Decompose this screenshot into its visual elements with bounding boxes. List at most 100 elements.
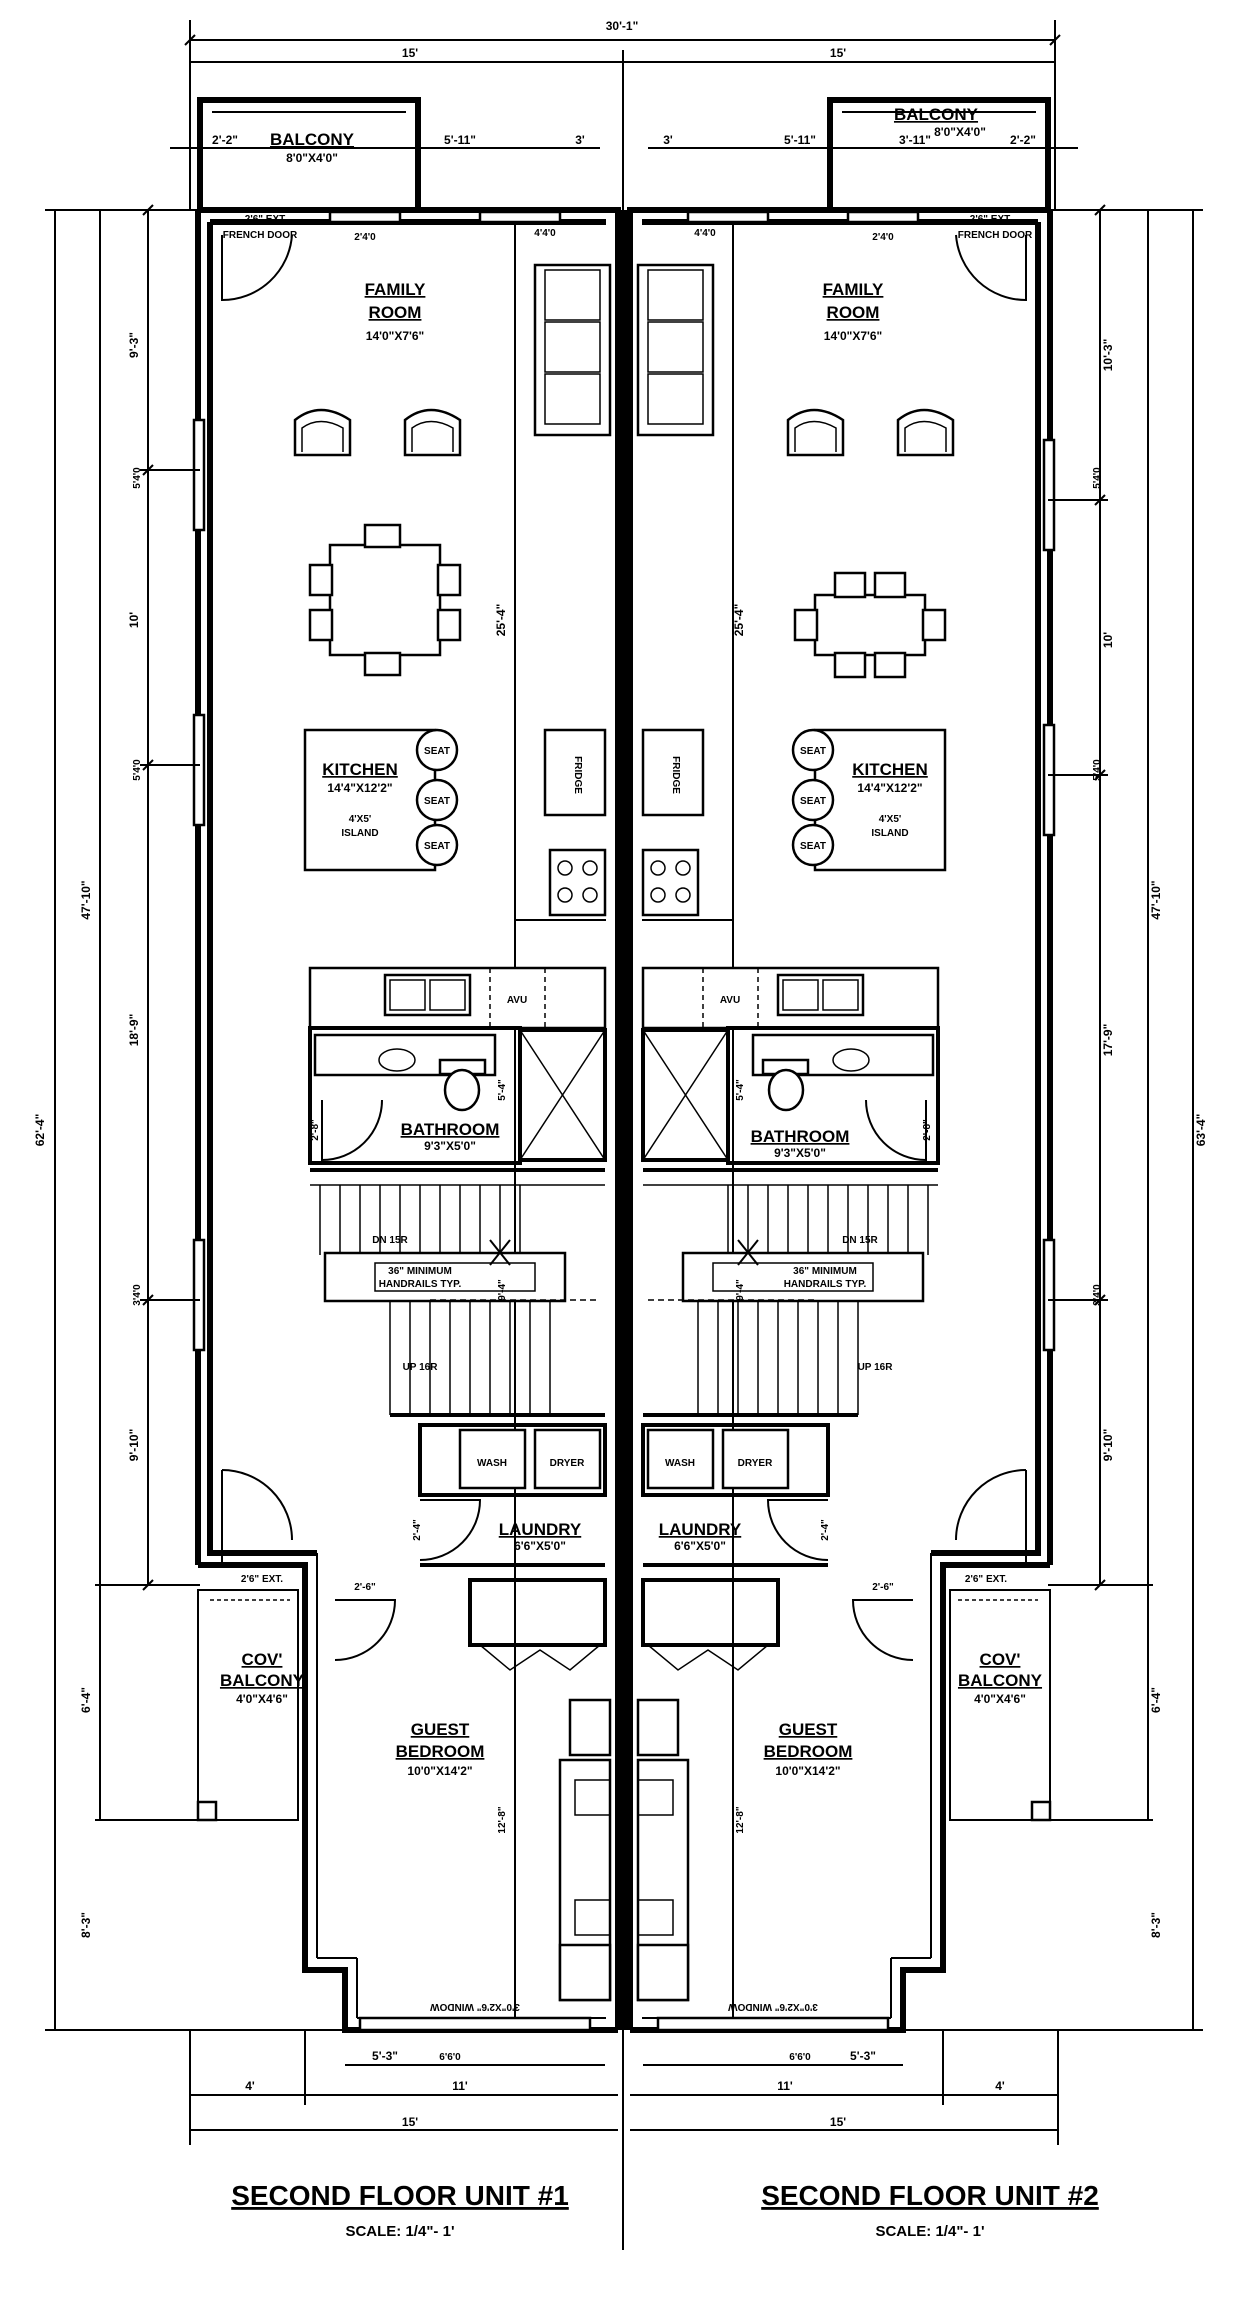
u1-guest-name-1: GUEST xyxy=(411,1720,470,1739)
u1-family-name-2: ROOM xyxy=(369,303,422,322)
u1-bathroom-dim: 9'3"X5'0" xyxy=(424,1139,476,1153)
u1-balcony-dim: 8'0"X4'0" xyxy=(286,151,338,165)
u1-french-door-2: FRENCH DOOR xyxy=(223,230,298,241)
u2-window-side-2: 5'4'0 xyxy=(1092,759,1103,781)
unit1-width-top: 15' xyxy=(402,46,418,60)
u1-dim-left-2: 10' xyxy=(127,612,141,628)
u1-wash-label: WASH xyxy=(477,1458,507,1469)
u2-laundry-name: LAUNDRY xyxy=(659,1520,742,1539)
u2-window-side-1: 5'4'0 xyxy=(1092,467,1103,489)
u1-ext-door: 2'6" EXT. xyxy=(241,1574,283,1585)
u2-dim-bot-width: 15' xyxy=(830,2115,846,2129)
u2-title: SECOND FLOOR UNIT #2 xyxy=(761,2180,1099,2211)
u2-guest-name-2: BEDROOM xyxy=(764,1742,853,1761)
u1-seat-2: SEAT xyxy=(424,796,450,807)
u2-dim-bot-a: 5'-3" xyxy=(850,2049,876,2063)
u2-dim-door-c: 2'-6" xyxy=(872,1582,894,1593)
u1-dim-left-5: 6'-4" xyxy=(79,1687,93,1713)
u2-family-name-2: ROOM xyxy=(827,303,880,322)
u2-dim-bath-w: 5'-4" xyxy=(735,1079,746,1101)
u2-armchair-2 xyxy=(896,408,955,457)
u1-window-rear: 6'6'0 xyxy=(439,2052,461,2063)
u2-window-text: 3'0"X2'6" WINDOW xyxy=(728,2001,818,2012)
u2-dim-door-b: 2'-4" xyxy=(820,1519,831,1541)
u1-dim-door-a: 2'-8" xyxy=(310,1119,321,1141)
u2-laundry-dim: 6'6"X5'0" xyxy=(674,1539,726,1553)
u1-armchair-2 xyxy=(403,408,462,457)
u2-armchair-1 xyxy=(786,408,845,457)
u1-bathroom-name: BATHROOM xyxy=(401,1120,500,1139)
u1-stair-up: UP 16R xyxy=(403,1362,439,1373)
u2-stairs: DN 15R 36" MINIMUM HANDRAILS TYP. UP 16R… xyxy=(643,1168,938,1417)
u1-dim-left-3: 18'-9" xyxy=(127,1014,141,1047)
u2-island-2: ISLAND xyxy=(871,828,908,839)
u1-bathroom: BATHROOM 9'3"X5'0" 2'-8" 5'-4" xyxy=(308,1026,522,1165)
u1-dim-bot-width: 15' xyxy=(402,2115,418,2129)
u2-range xyxy=(641,848,700,917)
u2-bathroom-dim: 9'3"X5'0" xyxy=(774,1146,826,1160)
u1-counter: AVU xyxy=(308,966,607,1030)
u2-stair-dn: DN 15R xyxy=(842,1235,878,1246)
u1-balcony-name: BALCONY xyxy=(270,130,355,149)
u2-dim-left-5: 6'-4" xyxy=(1149,1687,1163,1713)
u2-dim-stair: 9'-4" xyxy=(735,1279,746,1301)
u1-dining-table xyxy=(308,523,462,677)
u2-handrail-1: 36" MINIMUM xyxy=(793,1266,857,1277)
u2-guest-bedroom: GUEST BEDROOM 10'0"X14'2" 12'-8" xyxy=(636,1698,853,2002)
u2-dim-left-3: 17'-9" xyxy=(1101,1024,1115,1057)
u1-avu-label: AVU xyxy=(507,995,527,1006)
u1-dryer-label: DRYER xyxy=(550,1458,585,1469)
u2-fridge: FRIDGE xyxy=(641,728,705,817)
u2-french-door-1: 2'6" EXT xyxy=(970,214,1010,225)
u1-window-side-2: 5'4'0 xyxy=(132,759,143,781)
u1-stair-dn: DN 15R xyxy=(372,1235,408,1246)
u1-armchair-1 xyxy=(293,408,352,457)
u1-dim-top-a: 2'-2" xyxy=(212,133,238,147)
u1-closet xyxy=(468,1578,607,1671)
u1-dim-bot-b: 4' xyxy=(245,2079,255,2093)
u2-kitchen-name: KITCHEN xyxy=(852,760,928,779)
u1-dim-top-b: 5'-11" xyxy=(444,133,476,147)
u1-fridge: FRIDGE xyxy=(543,728,607,817)
u1-dim-outer-2: 62'-4" xyxy=(33,1114,47,1147)
u2-laundry: WASH DRYER LAUNDRY 6'6"X5'0" 2'-4" xyxy=(641,1423,831,1561)
u2-window-2-4: 2'4'0 xyxy=(872,232,894,243)
u2-guest-name-1: GUEST xyxy=(779,1720,838,1739)
u1-seat-1: SEAT xyxy=(424,746,450,757)
u1-french-door-1: 2'6" EXT xyxy=(245,214,285,225)
u2-dining-table xyxy=(793,571,947,679)
u2-shaft xyxy=(641,1028,730,1162)
unit-2-plan: BALCONY 8'0"X4'0" 2'-2" 5'-11" 3' 3'-11"… xyxy=(627,97,1208,2240)
u1-dim-top-c: 3' xyxy=(575,133,585,147)
u2-dim-bot-b: 4' xyxy=(995,2079,1005,2093)
u1-cov-balcony: 2'6" EXT. COV' BALCONY 4'0"X4'6" xyxy=(196,1469,305,1822)
u1-dim-outer-1: 47'-10" xyxy=(79,880,93,919)
u2-dim-top-a: 2'-2" xyxy=(1010,133,1036,147)
u1-shaft xyxy=(518,1028,607,1162)
u1-range xyxy=(548,848,607,917)
u1-seat-3: SEAT xyxy=(424,841,450,852)
u1-island-2: ISLAND xyxy=(341,828,378,839)
u1-kitchen-dim: 14'4"X12'2" xyxy=(327,781,392,795)
u1-handrail-2: HANDRAILS TYP. xyxy=(379,1279,462,1290)
u1-cov-name-2: BALCONY xyxy=(220,1671,305,1690)
u2-fridge-label: FRIDGE xyxy=(670,756,681,794)
u2-window-side-3: 3'4'0 xyxy=(1092,1284,1103,1306)
u1-dim-bot-a: 5'-3" xyxy=(372,2049,398,2063)
u2-handrail-2: HANDRAILS TYP. xyxy=(784,1279,867,1290)
u1-dim-stair: 9'-4" xyxy=(497,1279,508,1301)
u2-dim-bot-c: 11' xyxy=(777,2079,793,2093)
u1-family-dim: 14'0"X7'6" xyxy=(366,329,424,343)
u2-dim-top-c: 3' xyxy=(663,133,673,147)
u1-handrail-1: 36" MINIMUM xyxy=(388,1266,452,1277)
u2-guest-dim: 10'0"X14'2" xyxy=(775,1764,840,1778)
u2-dim-outer-2: 63'-4" xyxy=(1194,1114,1208,1147)
u2-stair-up: UP 16R xyxy=(858,1362,894,1373)
u1-window-4-4: 4'4'0 xyxy=(534,228,556,239)
u2-dim-top-d: 3'-11" xyxy=(899,133,931,147)
u2-bathroom-name: BATHROOM xyxy=(751,1127,850,1146)
u1-window-text: 3'0"X2'6" WINDOW xyxy=(430,2001,520,2012)
u1-dim-left-4: 9'-10" xyxy=(127,1429,141,1462)
u2-wash-label: WASH xyxy=(665,1458,695,1469)
